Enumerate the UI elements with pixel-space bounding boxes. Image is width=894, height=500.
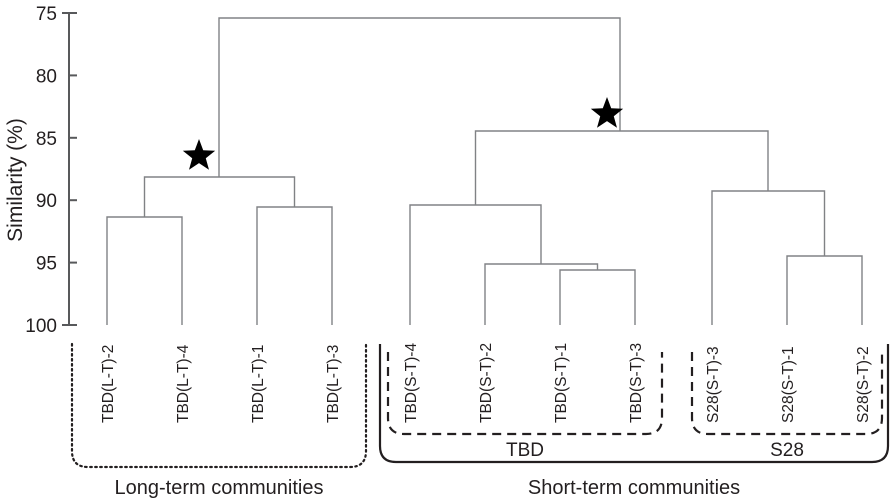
y-axis: 75 80 85 90 95 100 Similarity (%): [4, 4, 77, 337]
dendrogram-link: [218, 17, 621, 177]
dendrogram-link: [106, 216, 183, 325]
dendrogram-link: [484, 263, 599, 325]
y-axis-tick-label: 75: [36, 4, 57, 25]
leaf-label: S28(S-T)-2: [855, 346, 872, 423]
dendrogram-link: [559, 269, 636, 325]
leaf-label: TBD(L-T)-3: [325, 345, 342, 423]
star-icon: [590, 97, 624, 128]
y-axis-tick-label: 85: [36, 129, 57, 150]
group-bracket: [70, 342, 368, 469]
leaf-label: TBD(L-T)-2: [100, 345, 117, 423]
group-bracket-labels: Long-term communities Short-term communit…: [115, 440, 804, 499]
y-axis-tick-label: 90: [36, 191, 57, 212]
dendrogram-link: [786, 255, 863, 325]
y-axis-tick-label: 100: [25, 316, 57, 337]
y-axis-line: [62, 12, 76, 326]
dendrogram-link: [143, 176, 296, 217]
leaf-label: S28(S-T)-3: [705, 346, 722, 423]
dendrogram-link: [409, 204, 542, 325]
y-axis-tick-labels: 75 80 85 90 95 100: [25, 4, 57, 337]
y-axis-tick-label: 95: [36, 254, 57, 275]
dendrogram-link: [711, 190, 826, 325]
y-axis-title: Similarity (%): [4, 118, 27, 242]
group-bracket: [386, 352, 664, 436]
leaf-label: TBD(S-T)-2: [478, 343, 495, 423]
group-bracket-label: Short-term communities: [528, 477, 740, 499]
group-bracket-label: S28: [770, 440, 804, 461]
dendrogram-links: [106, 17, 863, 325]
group-brackets: [70, 342, 890, 469]
leaf-labels: TBD(L-T)-2 TBD(L-T)-4 TBD(L-T)-1 TBD(L-T)-3…: [100, 343, 872, 423]
leaf-label: TBD(L-T)-4: [175, 344, 192, 423]
leaf-label: S28(S-T)-1: [780, 346, 797, 423]
y-axis-ticks: [69, 12, 77, 326]
star-markers: [182, 97, 624, 170]
dendrogram-link: [474, 130, 769, 205]
y-axis-tick-label: 80: [36, 66, 57, 87]
dendrogram-link: [256, 206, 333, 325]
leaf-label: TBD(L-T)-1: [250, 345, 267, 423]
group-bracket: [690, 352, 884, 436]
leaf-label: TBD(S-T)-4: [403, 343, 420, 423]
leaf-label: TBD(S-T)-1: [553, 343, 570, 423]
group-bracket-label: TBD: [506, 440, 544, 461]
group-bracket: [378, 344, 890, 464]
leaf-label: TBD(S-T)-3: [628, 343, 645, 423]
group-bracket-label: Long-term communities: [115, 477, 324, 499]
star-icon: [182, 139, 216, 170]
